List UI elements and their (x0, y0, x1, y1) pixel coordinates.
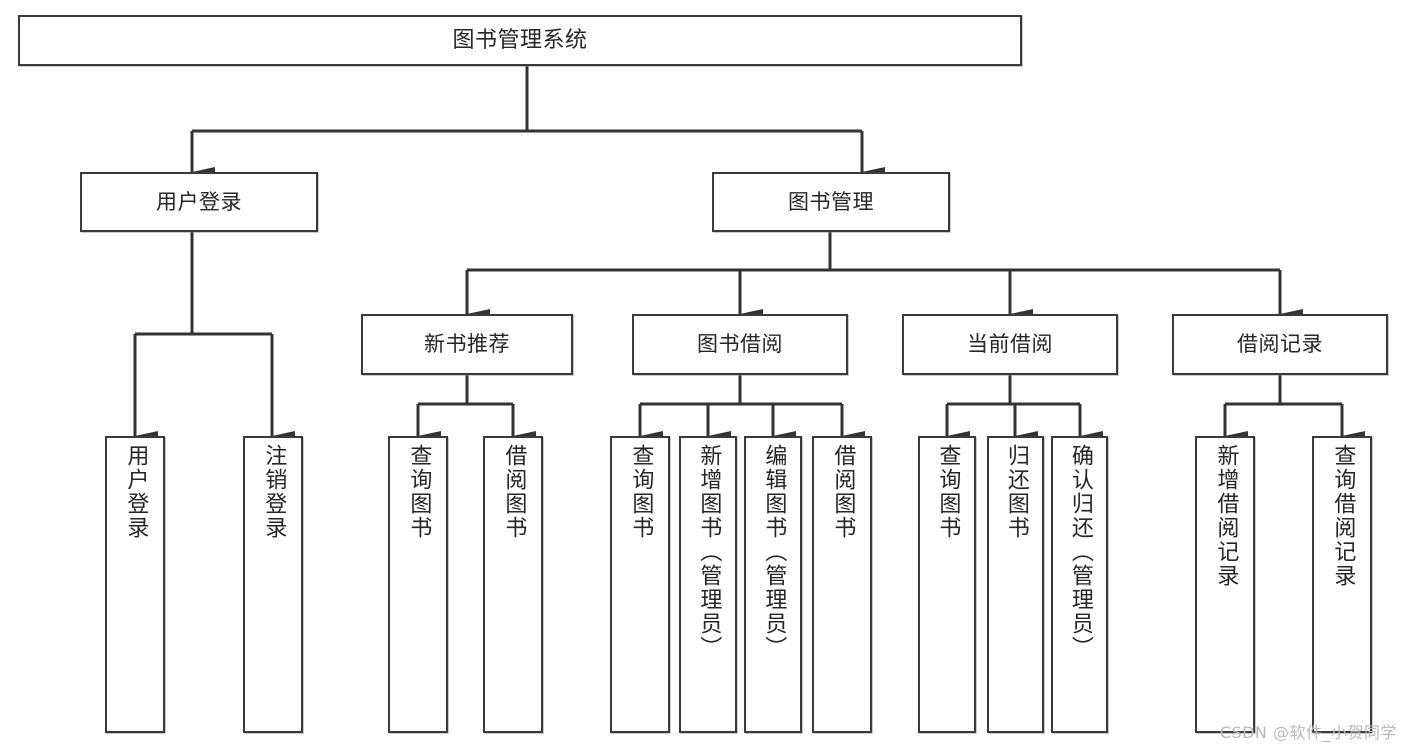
node-leaf-query-book-3-label: 查询图书 (935, 444, 961, 540)
node-new-book-recommend-label: 新书推荐 (424, 332, 510, 357)
node-leaf-confirm-return[interactable]: 确认归还（管理员） (1051, 436, 1108, 733)
node-leaf-user-logout-label: 注销登录 (261, 444, 287, 540)
node-current-borrow[interactable]: 当前借阅 (902, 314, 1118, 375)
node-leaf-confirm-return-label: 确认归还（管理员） (1067, 444, 1093, 660)
node-leaf-query-book-3[interactable]: 查询图书 (918, 436, 976, 733)
node-leaf-add-record-label: 新增借阅记录 (1213, 444, 1239, 588)
node-borrow-record[interactable]: 借阅记录 (1172, 314, 1388, 375)
node-leaf-add-record[interactable]: 新增借阅记录 (1195, 436, 1255, 733)
node-leaf-query-book-2[interactable]: 查询图书 (610, 436, 670, 733)
node-leaf-borrow-book-1[interactable]: 借阅图书 (483, 436, 543, 733)
node-root[interactable]: 图书管理系统 (18, 15, 1022, 66)
node-borrow-record-label: 借阅记录 (1237, 332, 1323, 357)
node-leaf-add-book[interactable]: 新增图书（管理员） (679, 436, 737, 733)
node-leaf-borrow-book-2[interactable]: 借阅图书 (812, 436, 872, 733)
node-user-login[interactable]: 用户登录 (80, 172, 318, 232)
node-new-book-recommend[interactable]: 新书推荐 (361, 314, 573, 375)
node-leaf-query-book-1[interactable]: 查询图书 (388, 436, 448, 733)
node-book-borrow[interactable]: 图书借阅 (632, 314, 848, 375)
node-leaf-borrow-book-2-label: 借阅图书 (830, 444, 856, 540)
node-leaf-query-record-label: 查询借阅记录 (1330, 444, 1356, 588)
node-leaf-return-book[interactable]: 归还图书 (987, 436, 1044, 733)
node-leaf-add-book-label: 新增图书（管理员） (696, 444, 722, 660)
node-leaf-borrow-book-1-label: 借阅图书 (501, 444, 527, 540)
node-user-login-label: 用户登录 (156, 189, 242, 214)
node-root-label: 图书管理系统 (452, 27, 588, 53)
node-leaf-user-login-label: 用户登录 (123, 444, 149, 540)
node-book-manage[interactable]: 图书管理 (712, 172, 950, 232)
node-leaf-query-book-1-label: 查询图书 (406, 444, 432, 540)
node-leaf-edit-book[interactable]: 编辑图书（管理员） (744, 436, 802, 733)
node-leaf-edit-book-label: 编辑图书（管理员） (761, 444, 787, 660)
node-leaf-query-record[interactable]: 查询借阅记录 (1312, 436, 1372, 733)
node-book-borrow-label: 图书借阅 (697, 332, 783, 357)
node-leaf-user-logout[interactable]: 注销登录 (243, 436, 303, 733)
node-book-manage-label: 图书管理 (788, 189, 874, 214)
watermark-csdn: CSDN @软件_小贺同学 (1219, 723, 1397, 742)
node-leaf-query-book-2-label: 查询图书 (628, 444, 654, 540)
node-current-borrow-label: 当前借阅 (967, 332, 1053, 357)
node-leaf-return-book-label: 归还图书 (1003, 444, 1029, 540)
node-leaf-user-login[interactable]: 用户登录 (105, 436, 165, 733)
